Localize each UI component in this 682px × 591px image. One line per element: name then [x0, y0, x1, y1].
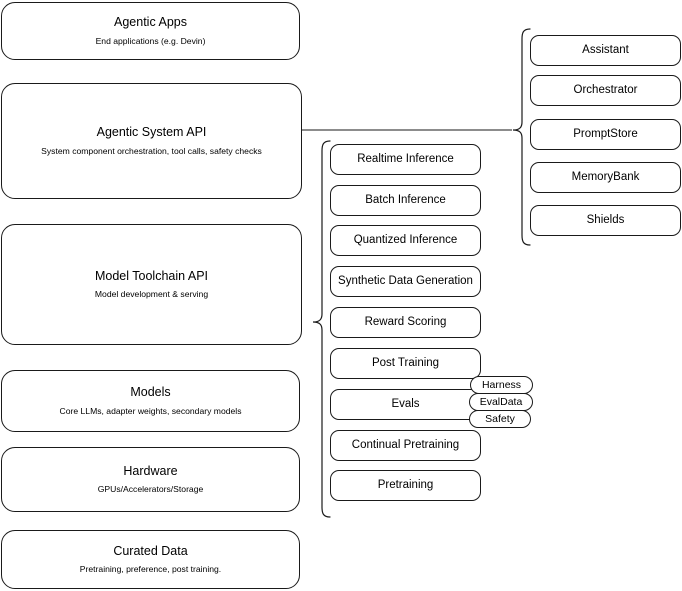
system-component-shields[interactable]: Shields — [530, 205, 681, 236]
layer-title: Agentic Apps — [114, 15, 187, 30]
component-label: Quantized Inference — [353, 234, 458, 247]
evals-subcomponent-evaldata[interactable]: EvalData — [469, 393, 533, 411]
component-label: Synthetic Data Generation — [338, 275, 473, 288]
stack-layer-agentic-apps[interactable]: Agentic Apps End applications (e.g. Devi… — [1, 2, 300, 60]
stack-layer-hardware[interactable]: Hardware GPUs/Accelerators/Storage — [1, 447, 300, 512]
toolchain-component-continual-pretraining[interactable]: Continual Pretraining — [330, 430, 481, 461]
pill-label: Harness — [481, 379, 522, 391]
evals-subcomponent-safety[interactable]: Safety — [469, 410, 531, 428]
component-label: Assistant — [582, 44, 629, 57]
layer-title: Hardware — [123, 463, 178, 478]
layer-subtitle: System component orchestration, tool cal… — [41, 145, 262, 156]
component-label: Pretraining — [377, 479, 434, 492]
stack-layer-model-toolchain-api[interactable]: Model Toolchain API Model development & … — [1, 224, 302, 345]
layer-subtitle: Pretraining, preference, post training. — [79, 564, 222, 575]
layer-title: Agentic System API — [96, 125, 207, 140]
toolchain-component-evals[interactable]: Evals — [330, 389, 481, 420]
toolchain-component-synthetic-data-generation[interactable]: Synthetic Data Generation — [330, 266, 481, 297]
layer-title: Curated Data — [113, 543, 188, 558]
layer-subtitle: Model development & serving — [94, 289, 209, 300]
layer-subtitle: End applications (e.g. Devin) — [95, 35, 206, 46]
toolchain-component-post-training[interactable]: Post Training — [330, 348, 481, 379]
component-label: Post Training — [371, 357, 440, 370]
toolchain-component-realtime-inference[interactable]: Realtime Inference — [330, 144, 481, 175]
toolchain-component-reward-scoring[interactable]: Reward Scoring — [330, 307, 481, 338]
stack-layer-models[interactable]: Models Core LLMs, adapter weights, secon… — [1, 370, 300, 432]
component-label: Batch Inference — [365, 194, 446, 207]
evals-subcomponent-harness[interactable]: Harness — [470, 376, 533, 394]
component-label: Evals — [391, 398, 420, 411]
component-label: MemoryBank — [571, 171, 640, 184]
system-component-promptstore[interactable]: PromptStore — [530, 119, 681, 150]
stack-layer-curated-data[interactable]: Curated Data Pretraining, preference, po… — [1, 530, 300, 589]
component-label: Shields — [586, 214, 625, 227]
system-component-memorybank[interactable]: MemoryBank — [530, 162, 681, 193]
pill-label: EvalData — [479, 396, 523, 408]
system-component-assistant[interactable]: Assistant — [530, 35, 681, 66]
component-label: Reward Scoring — [364, 316, 447, 329]
stack-layer-agentic-system-api[interactable]: Agentic System API System component orch… — [1, 83, 302, 199]
toolchain-component-quantized-inference[interactable]: Quantized Inference — [330, 225, 481, 256]
layer-title: Model Toolchain API — [94, 268, 209, 283]
layer-subtitle: GPUs/Accelerators/Storage — [97, 484, 204, 495]
component-label: Orchestrator — [573, 84, 638, 97]
layer-subtitle: Core LLMs, adapter weights, secondary mo… — [59, 405, 242, 416]
toolchain-component-pretraining[interactable]: Pretraining — [330, 470, 481, 501]
component-label: Realtime Inference — [357, 153, 454, 166]
layer-title: Models — [130, 385, 171, 400]
toolchain-component-batch-inference[interactable]: Batch Inference — [330, 185, 481, 216]
component-label: PromptStore — [573, 128, 638, 141]
system-component-orchestrator[interactable]: Orchestrator — [530, 75, 681, 106]
component-label: Continual Pretraining — [351, 439, 460, 452]
pill-label: Safety — [485, 413, 515, 425]
